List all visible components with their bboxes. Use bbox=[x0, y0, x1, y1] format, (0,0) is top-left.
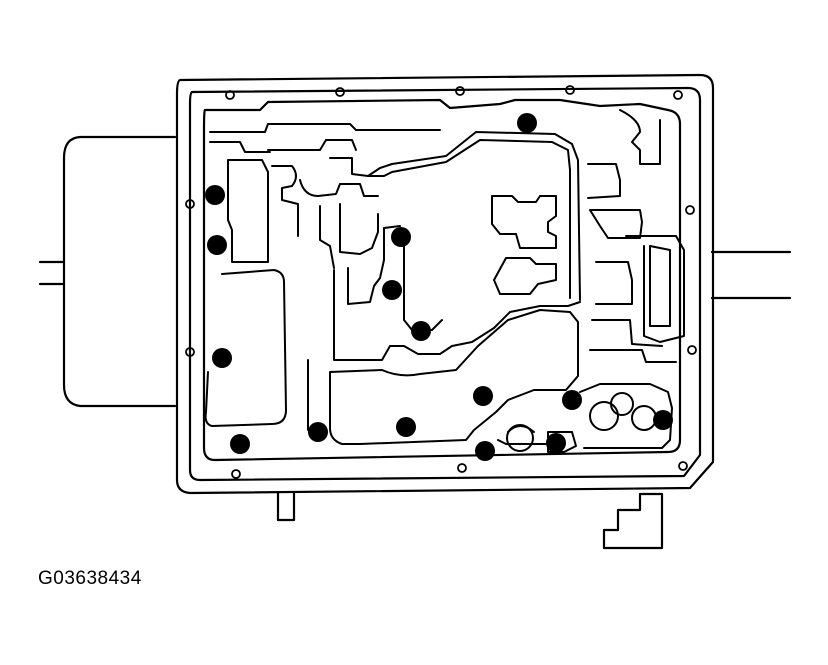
oil-pan-flange bbox=[175, 73, 715, 495]
lower-mounting-tabs bbox=[276, 491, 664, 550]
figure-code: G03638434 bbox=[38, 568, 142, 589]
bolt bbox=[517, 113, 537, 133]
bolt bbox=[382, 280, 402, 300]
bolt bbox=[391, 227, 411, 247]
output-shaft-right bbox=[710, 250, 792, 300]
valve-body-passages bbox=[204, 109, 685, 453]
flange-bolt-holes bbox=[185, 85, 697, 479]
transmission-case-left bbox=[38, 135, 177, 408]
bolt bbox=[475, 441, 495, 461]
bolt bbox=[396, 417, 416, 437]
bolt bbox=[207, 235, 227, 255]
valve-body-outline bbox=[202, 98, 682, 462]
bolt bbox=[212, 348, 232, 368]
bolt bbox=[230, 434, 250, 454]
bolt bbox=[411, 321, 431, 341]
bolt bbox=[308, 422, 328, 442]
bolt bbox=[205, 185, 225, 205]
bolt bbox=[653, 410, 673, 430]
bolt bbox=[546, 433, 566, 453]
bolt bbox=[562, 390, 582, 410]
valve-body-bolts bbox=[205, 113, 673, 461]
bolt bbox=[473, 386, 493, 406]
